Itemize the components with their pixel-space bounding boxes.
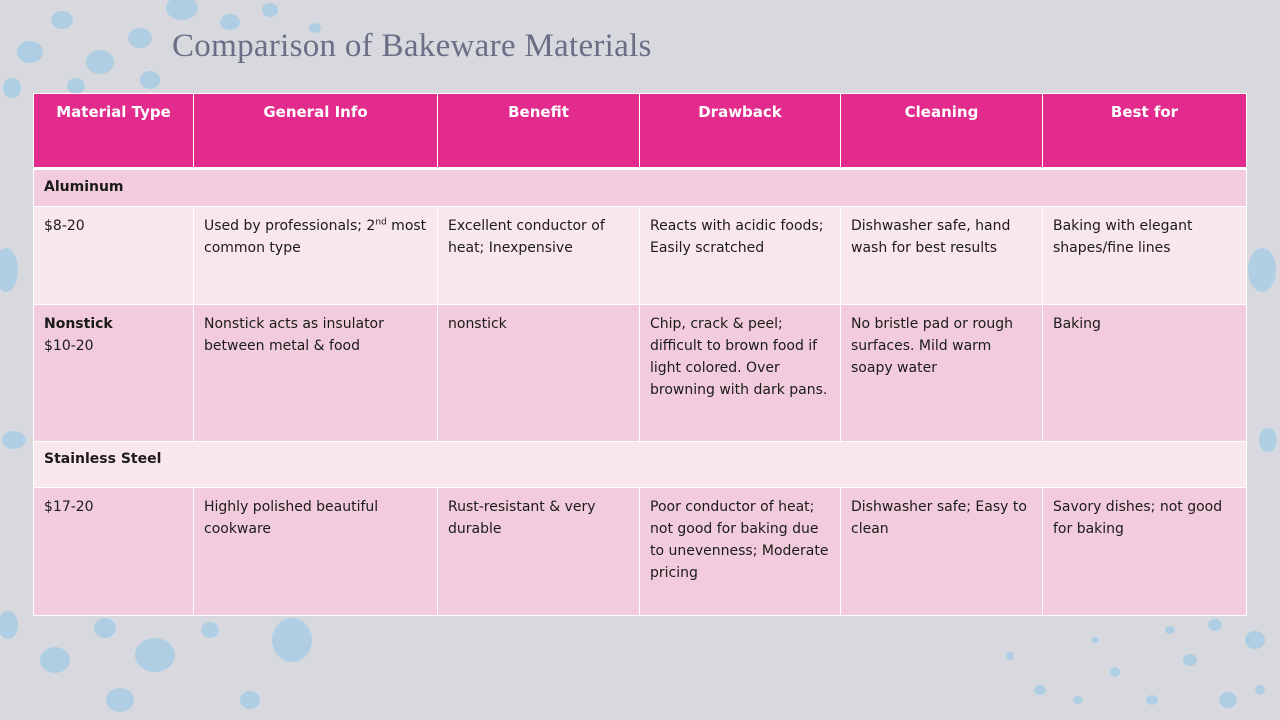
category-cell: Stainless Steel xyxy=(33,441,1247,488)
drawback-cell: Poor conductor of heat; not good for bak… xyxy=(639,487,841,616)
table-row-stainless-category: Stainless Steel xyxy=(33,441,1247,488)
table-row-aluminum: $8-20 Used by professionals; 2nd most co… xyxy=(33,206,1247,305)
header-drawback: Drawback xyxy=(639,93,841,170)
header-material-type: Material Type xyxy=(33,93,194,170)
general-info-cell: Used by professionals; 2nd most common t… xyxy=(193,206,438,305)
drawback-cell: Reacts with acidic foods; Easily scratch… xyxy=(639,206,841,305)
general-info-cell: Highly polished beautiful cookware xyxy=(193,487,438,616)
category-cell: Aluminum xyxy=(33,168,1247,207)
category-label: Stainless Steel xyxy=(44,451,162,467)
header-benefit: Benefit xyxy=(437,93,640,170)
material-cell: Nonstick $10-20 xyxy=(33,304,194,442)
benefit-cell: Excellent conductor of heat; Inexpensive xyxy=(437,206,640,305)
table-row-stainless: $17-20 Highly polished beautiful cookwar… xyxy=(33,487,1247,616)
benefit-cell: Rust-resistant & very durable xyxy=(437,487,640,616)
cleaning-cell: No bristle pad or rough surfaces. Mild w… xyxy=(840,304,1043,442)
table-row-aluminum-category: Aluminum xyxy=(33,168,1247,207)
slide-title: Comparison of Bakeware Materials xyxy=(172,28,652,64)
cleaning-cell: Dishwasher safe, hand wash for best resu… xyxy=(840,206,1043,305)
drawback-cell: Chip, crack & peel; difficult to brown f… xyxy=(639,304,841,442)
table-header-row: Material Type General Info Benefit Drawb… xyxy=(33,93,1247,170)
header-best-for: Best for xyxy=(1042,93,1247,170)
price-cell: $8-20 xyxy=(33,206,194,305)
category-label: Aluminum xyxy=(44,179,124,195)
cleaning-cell: Dishwasher safe; Easy to clean xyxy=(840,487,1043,616)
general-info-cell: Nonstick acts as insulator between metal… xyxy=(193,304,438,442)
category-label: Nonstick xyxy=(44,316,113,332)
header-cleaning: Cleaning xyxy=(840,93,1043,170)
header-general-info: General Info xyxy=(193,93,438,170)
table-row-nonstick: Nonstick $10-20 Nonstick acts as insulat… xyxy=(33,304,1247,442)
best-for-cell: Baking with elegant shapes/fine lines xyxy=(1042,206,1247,305)
best-for-cell: Savory dishes; not good for baking xyxy=(1042,487,1247,616)
bakeware-comparison-table: Material Type General Info Benefit Drawb… xyxy=(33,93,1247,616)
price-label: $10-20 xyxy=(44,338,94,354)
price-cell: $17-20 xyxy=(33,487,194,616)
best-for-cell: Baking xyxy=(1042,304,1247,442)
benefit-cell: nonstick xyxy=(437,304,640,442)
